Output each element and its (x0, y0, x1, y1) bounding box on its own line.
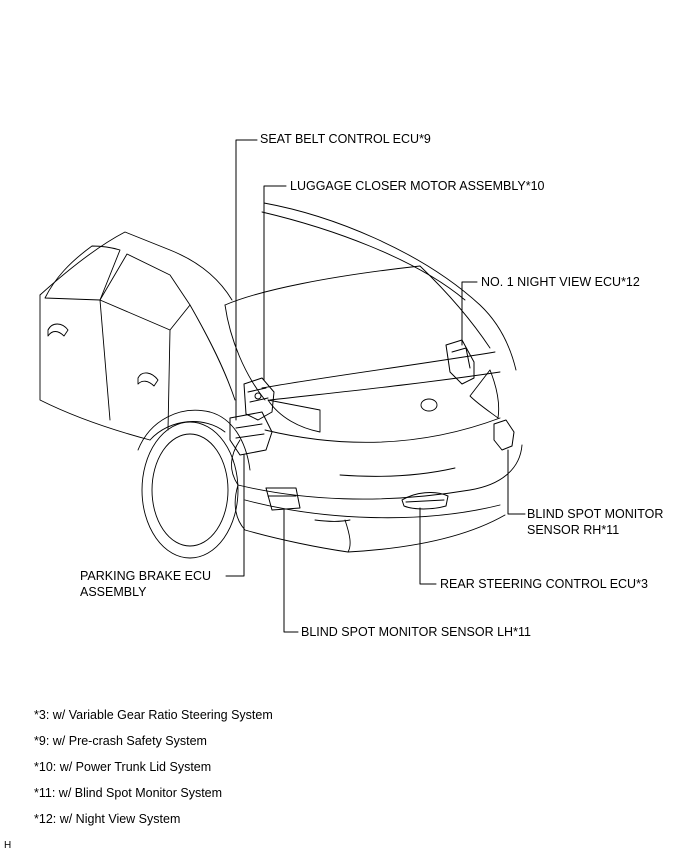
label-bsm-rh-line2: SENSOR RH*11 (527, 523, 620, 537)
label-parking-brake-line2: ASSEMBLY (80, 585, 147, 599)
rear-steering-ecu-shape (401, 492, 449, 510)
label-parking-brake-line1: PARKING BRAKE ECU (80, 569, 212, 583)
label-night-view-ecu: NO. 1 NIGHT VIEW ECU*12 (481, 275, 640, 289)
label-bsm-lh: BLIND SPOT MONITOR SENSOR LH*11 (301, 625, 531, 639)
label-luggage-closer-motor: LUGGAGE CLOSER MOTOR ASSEMBLY*10 (290, 179, 545, 193)
footnote-11: *11: w/ Blind Spot Monitor System (34, 786, 223, 800)
label-bsm-rh-line1: BLIND SPOT MONITOR (527, 507, 664, 521)
label-seat-belt-control-ecu: SEAT BELT CONTROL ECU*9 (260, 132, 431, 146)
luggage-closer-motor-shape (243, 377, 275, 421)
footnote-10: *10: w/ Power Trunk Lid System (34, 760, 212, 774)
leader-luggage-closer (263, 185, 287, 381)
leader-parking-brake (225, 454, 245, 577)
footnote-3: *3: w/ Variable Gear Ratio Steering Syst… (34, 708, 273, 722)
leader-lines (225, 139, 526, 633)
leader-bsm-lh (283, 509, 299, 633)
corner-mark: H (4, 840, 12, 851)
bsm-lh-sensor-shape (265, 487, 301, 511)
footnote-12: *12: w/ Night View System (34, 812, 181, 826)
bsm-rh-sensor-shape (493, 419, 515, 451)
car-body-outline (39, 202, 523, 559)
seat-belt-ecu-shape (229, 411, 273, 456)
label-rear-steering-ecu: REAR STEERING CONTROL ECU*3 (440, 577, 648, 591)
leader-night-view (461, 281, 478, 346)
footnote-9: *9: w/ Pre-crash Safety System (34, 734, 207, 748)
leader-rear-steering (419, 507, 437, 585)
leader-bsm-rh (507, 449, 526, 515)
leader-seat-belt (235, 139, 258, 421)
